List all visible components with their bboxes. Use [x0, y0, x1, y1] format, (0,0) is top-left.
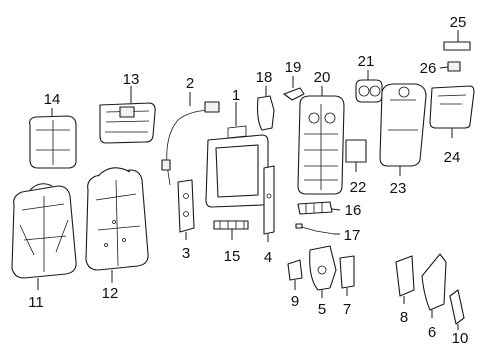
callout-7: 7	[343, 301, 351, 318]
part-4-recliner-bracket	[263, 165, 275, 235]
part-12-back-frame-cushion	[85, 167, 149, 271]
callout-10: 10	[452, 330, 469, 347]
callout-13: 13	[123, 71, 140, 88]
part-8-side-shield	[395, 255, 415, 297]
part-5-adjuster	[309, 245, 337, 291]
part-1-back-frame	[205, 125, 269, 208]
part-24-seat-panel	[429, 85, 475, 129]
part-20-cushion-frame	[297, 95, 345, 195]
part-3-recliner-bracket	[177, 179, 195, 233]
part-11-seat-back-cushion	[11, 183, 77, 279]
callout-4: 4	[264, 249, 272, 266]
part-14-seat-back-pad	[29, 115, 77, 169]
callout-18: 18	[256, 69, 273, 86]
callout-16: 16	[345, 202, 362, 219]
callout-19: 19	[285, 59, 302, 76]
part-6-side-trim	[421, 253, 447, 311]
part-13-back-panel	[99, 102, 156, 144]
part-25-clip	[443, 41, 471, 51]
callout-1: 1	[232, 87, 240, 104]
part-9-bracket	[287, 259, 303, 281]
callout-24: 24	[444, 149, 461, 166]
callout-15: 15	[224, 248, 241, 265]
callout-25: 25	[450, 14, 467, 31]
part-2-recliner-cable	[161, 101, 220, 186]
callout-11: 11	[28, 294, 44, 311]
callout-26: 26	[420, 60, 437, 77]
part-22-panel	[345, 139, 367, 163]
callout-6: 6	[428, 324, 436, 341]
callout-21: 21	[358, 53, 375, 70]
part-10-cover	[449, 289, 465, 325]
part-19-trim	[283, 87, 305, 101]
callout-8: 8	[400, 309, 408, 326]
part-26-clip	[447, 61, 461, 72]
part-21-switch	[355, 79, 383, 103]
callout-3: 3	[182, 245, 190, 262]
callout-14: 14	[44, 91, 61, 108]
part-7-bracket	[339, 255, 355, 289]
callout-20: 20	[314, 69, 331, 86]
callout-2: 2	[186, 75, 194, 92]
callout-9: 9	[291, 293, 299, 310]
callout-12: 12	[102, 285, 119, 302]
callout-17: 17	[344, 227, 361, 244]
callout-23: 23	[390, 180, 407, 197]
part-17-wire	[295, 223, 335, 235]
part-18-lumbar	[256, 95, 275, 131]
part-15-hardware	[213, 220, 249, 230]
callout-22: 22	[350, 179, 367, 196]
callout-5: 5	[318, 301, 326, 318]
part-23-cushion-cover	[379, 83, 427, 167]
part-16-hardware	[297, 201, 333, 215]
